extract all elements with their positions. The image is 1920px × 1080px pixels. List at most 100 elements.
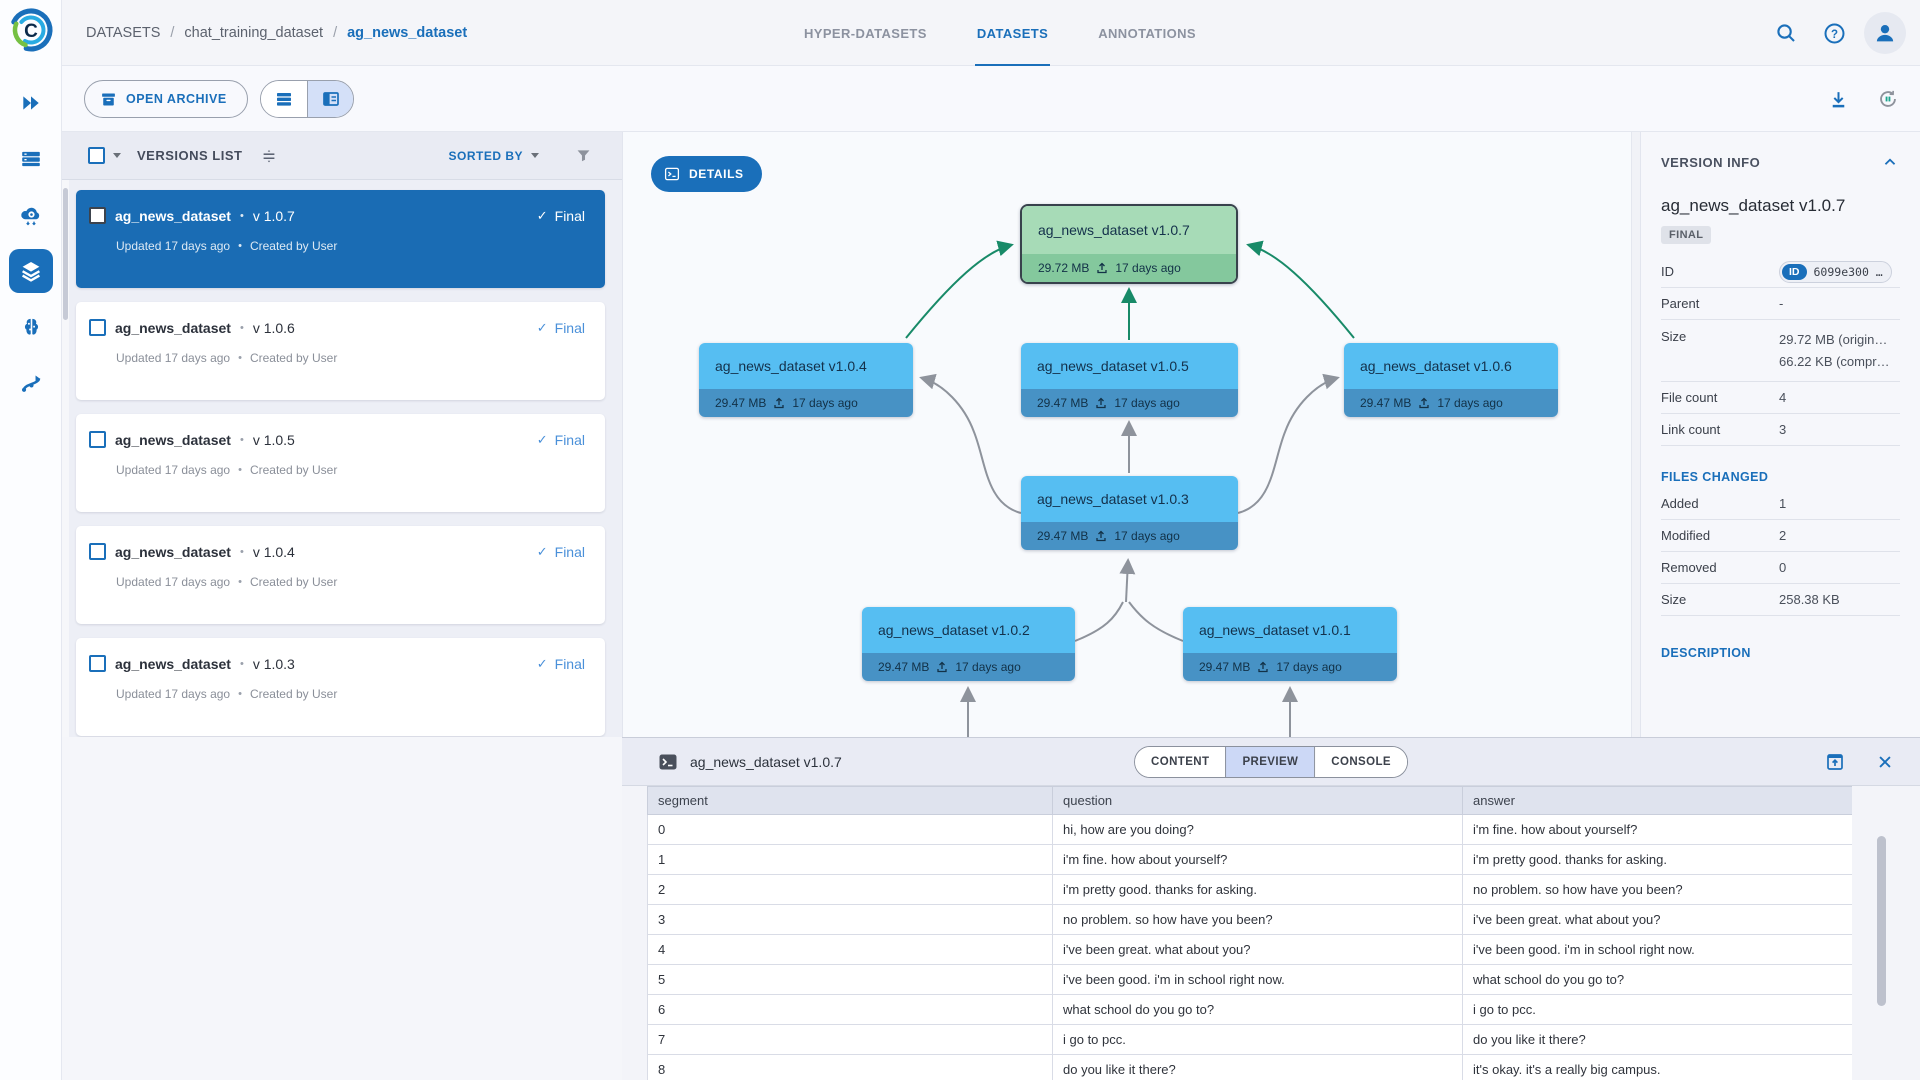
preview-actions (1822, 749, 1898, 775)
search-icon[interactable] (1768, 15, 1804, 51)
expand-panel-icon[interactable] (1822, 749, 1848, 775)
node-size: 29.47 MB (1037, 396, 1089, 410)
table-cell: i go to pcc. (1462, 994, 1852, 1025)
open-archive-button[interactable]: OPEN ARCHIVE (84, 80, 248, 118)
filter-icon[interactable] (575, 147, 592, 164)
check-icon: ✓ (536, 431, 548, 447)
info-value: 3 (1779, 421, 1787, 437)
node-updated: 17 days ago (1276, 660, 1342, 674)
info-label: ID (1661, 264, 1674, 279)
upload-icon (937, 661, 948, 673)
upload-icon (1419, 397, 1430, 409)
tab-content[interactable]: CONTENT (1135, 747, 1226, 777)
user-avatar[interactable] (1864, 12, 1906, 54)
node-size: 29.72 MB (1038, 261, 1090, 275)
chevron-down-icon[interactable] (113, 153, 121, 158)
table-cell: i've been good. i'm in school right now. (1052, 964, 1463, 995)
nav-datasets-icon[interactable] (9, 249, 53, 293)
version-checkbox[interactable] (89, 543, 106, 560)
version-checkbox[interactable] (89, 655, 106, 672)
tab-hyper-datasets[interactable]: HYPER-DATASETS (802, 0, 929, 66)
tab-console[interactable]: CONSOLE (1314, 747, 1407, 777)
version-status: ✓Final (536, 543, 585, 560)
table-cell: i'm pretty good. thanks for asking. (1462, 844, 1852, 875)
tab-datasets[interactable]: DATASETS (974, 0, 1051, 66)
breadcrumb-current: ag_news_dataset (347, 25, 468, 41)
tab-annotations[interactable]: ANNOTATIONS (1096, 0, 1198, 66)
table-cell: what school do you go to? (1052, 994, 1463, 1025)
sorted-by-button[interactable]: SORTED BY (448, 149, 539, 163)
check-icon: ✓ (536, 543, 548, 559)
version-checkbox[interactable] (89, 319, 106, 336)
compare-versions-icon[interactable] (260, 147, 278, 165)
node-footer: 29.47 MB 17 days ago (1021, 389, 1238, 417)
help-icon[interactable]: ? (1816, 15, 1852, 51)
auto-refresh-icon[interactable] (1870, 81, 1906, 117)
column-header: segment (647, 786, 1053, 815)
table-cell: 2 (647, 874, 1053, 905)
version-name: ag_news_dataset (115, 655, 231, 672)
table-cell: no problem. so how have you been? (1052, 904, 1463, 935)
info-value: 1 (1779, 496, 1787, 511)
breadcrumb-project[interactable]: chat_training_dataset (184, 25, 324, 41)
tab-preview[interactable]: PREVIEW (1225, 747, 1315, 777)
nav-workers-queues-icon[interactable] (11, 139, 51, 179)
node-label: ag_news_dataset v1.0.4 (699, 343, 913, 389)
breadcrumb-root[interactable]: DATASETS (86, 25, 161, 41)
table-cell: it's okay. it's a really big campus. (1462, 1054, 1852, 1080)
nav-models-brain-icon[interactable] (11, 307, 51, 347)
nav-projects-icon[interactable] (11, 83, 51, 123)
info-row: Parent- (1661, 288, 1900, 320)
separator-dot: • (239, 657, 244, 670)
details-button[interactable]: DETAILS (651, 156, 762, 192)
table-scrollbar-thumb[interactable] (1877, 836, 1886, 1006)
scrollbar-thumb[interactable] (63, 188, 68, 320)
node-label: ag_news_dataset v1.0.6 (1344, 343, 1558, 389)
version-number: v 1.0.6 (252, 319, 295, 336)
version-checkbox[interactable] (89, 207, 106, 224)
node-updated: 17 days ago (1114, 396, 1180, 410)
download-icon[interactable] (1820, 81, 1856, 117)
clearml-logo[interactable]: C (7, 6, 55, 54)
table-view-toggle-icon[interactable] (261, 81, 307, 117)
terminal-icon (664, 167, 680, 181)
created-by-text: Created by User (249, 687, 338, 701)
description-title: DESCRIPTION (1661, 646, 1751, 660)
nav-pipelines-icon[interactable] (11, 363, 51, 403)
info-label: Modified (1661, 528, 1711, 543)
nav-autoscalers-cloud-icon[interactable] (11, 195, 51, 235)
split-view-toggle-icon[interactable] (307, 81, 353, 117)
version-checkbox[interactable] (89, 431, 106, 448)
graph-scrollbar[interactable] (1631, 132, 1640, 737)
node-updated: 17 days ago (1114, 529, 1180, 543)
versions-scrollbar[interactable] (62, 180, 69, 737)
version-item-meta-row: Updated 17 days ago•Created by User (76, 224, 605, 253)
close-icon[interactable] (1872, 749, 1898, 775)
table-cell: do you like it there? (1462, 1024, 1852, 1055)
select-all-checkbox[interactable] (88, 147, 105, 164)
id-badge: ID (1782, 263, 1807, 280)
table-cell: 4 (647, 934, 1053, 965)
collapse-chevron-up-icon[interactable] (1880, 152, 1900, 172)
table-cell: 3 (647, 904, 1053, 935)
